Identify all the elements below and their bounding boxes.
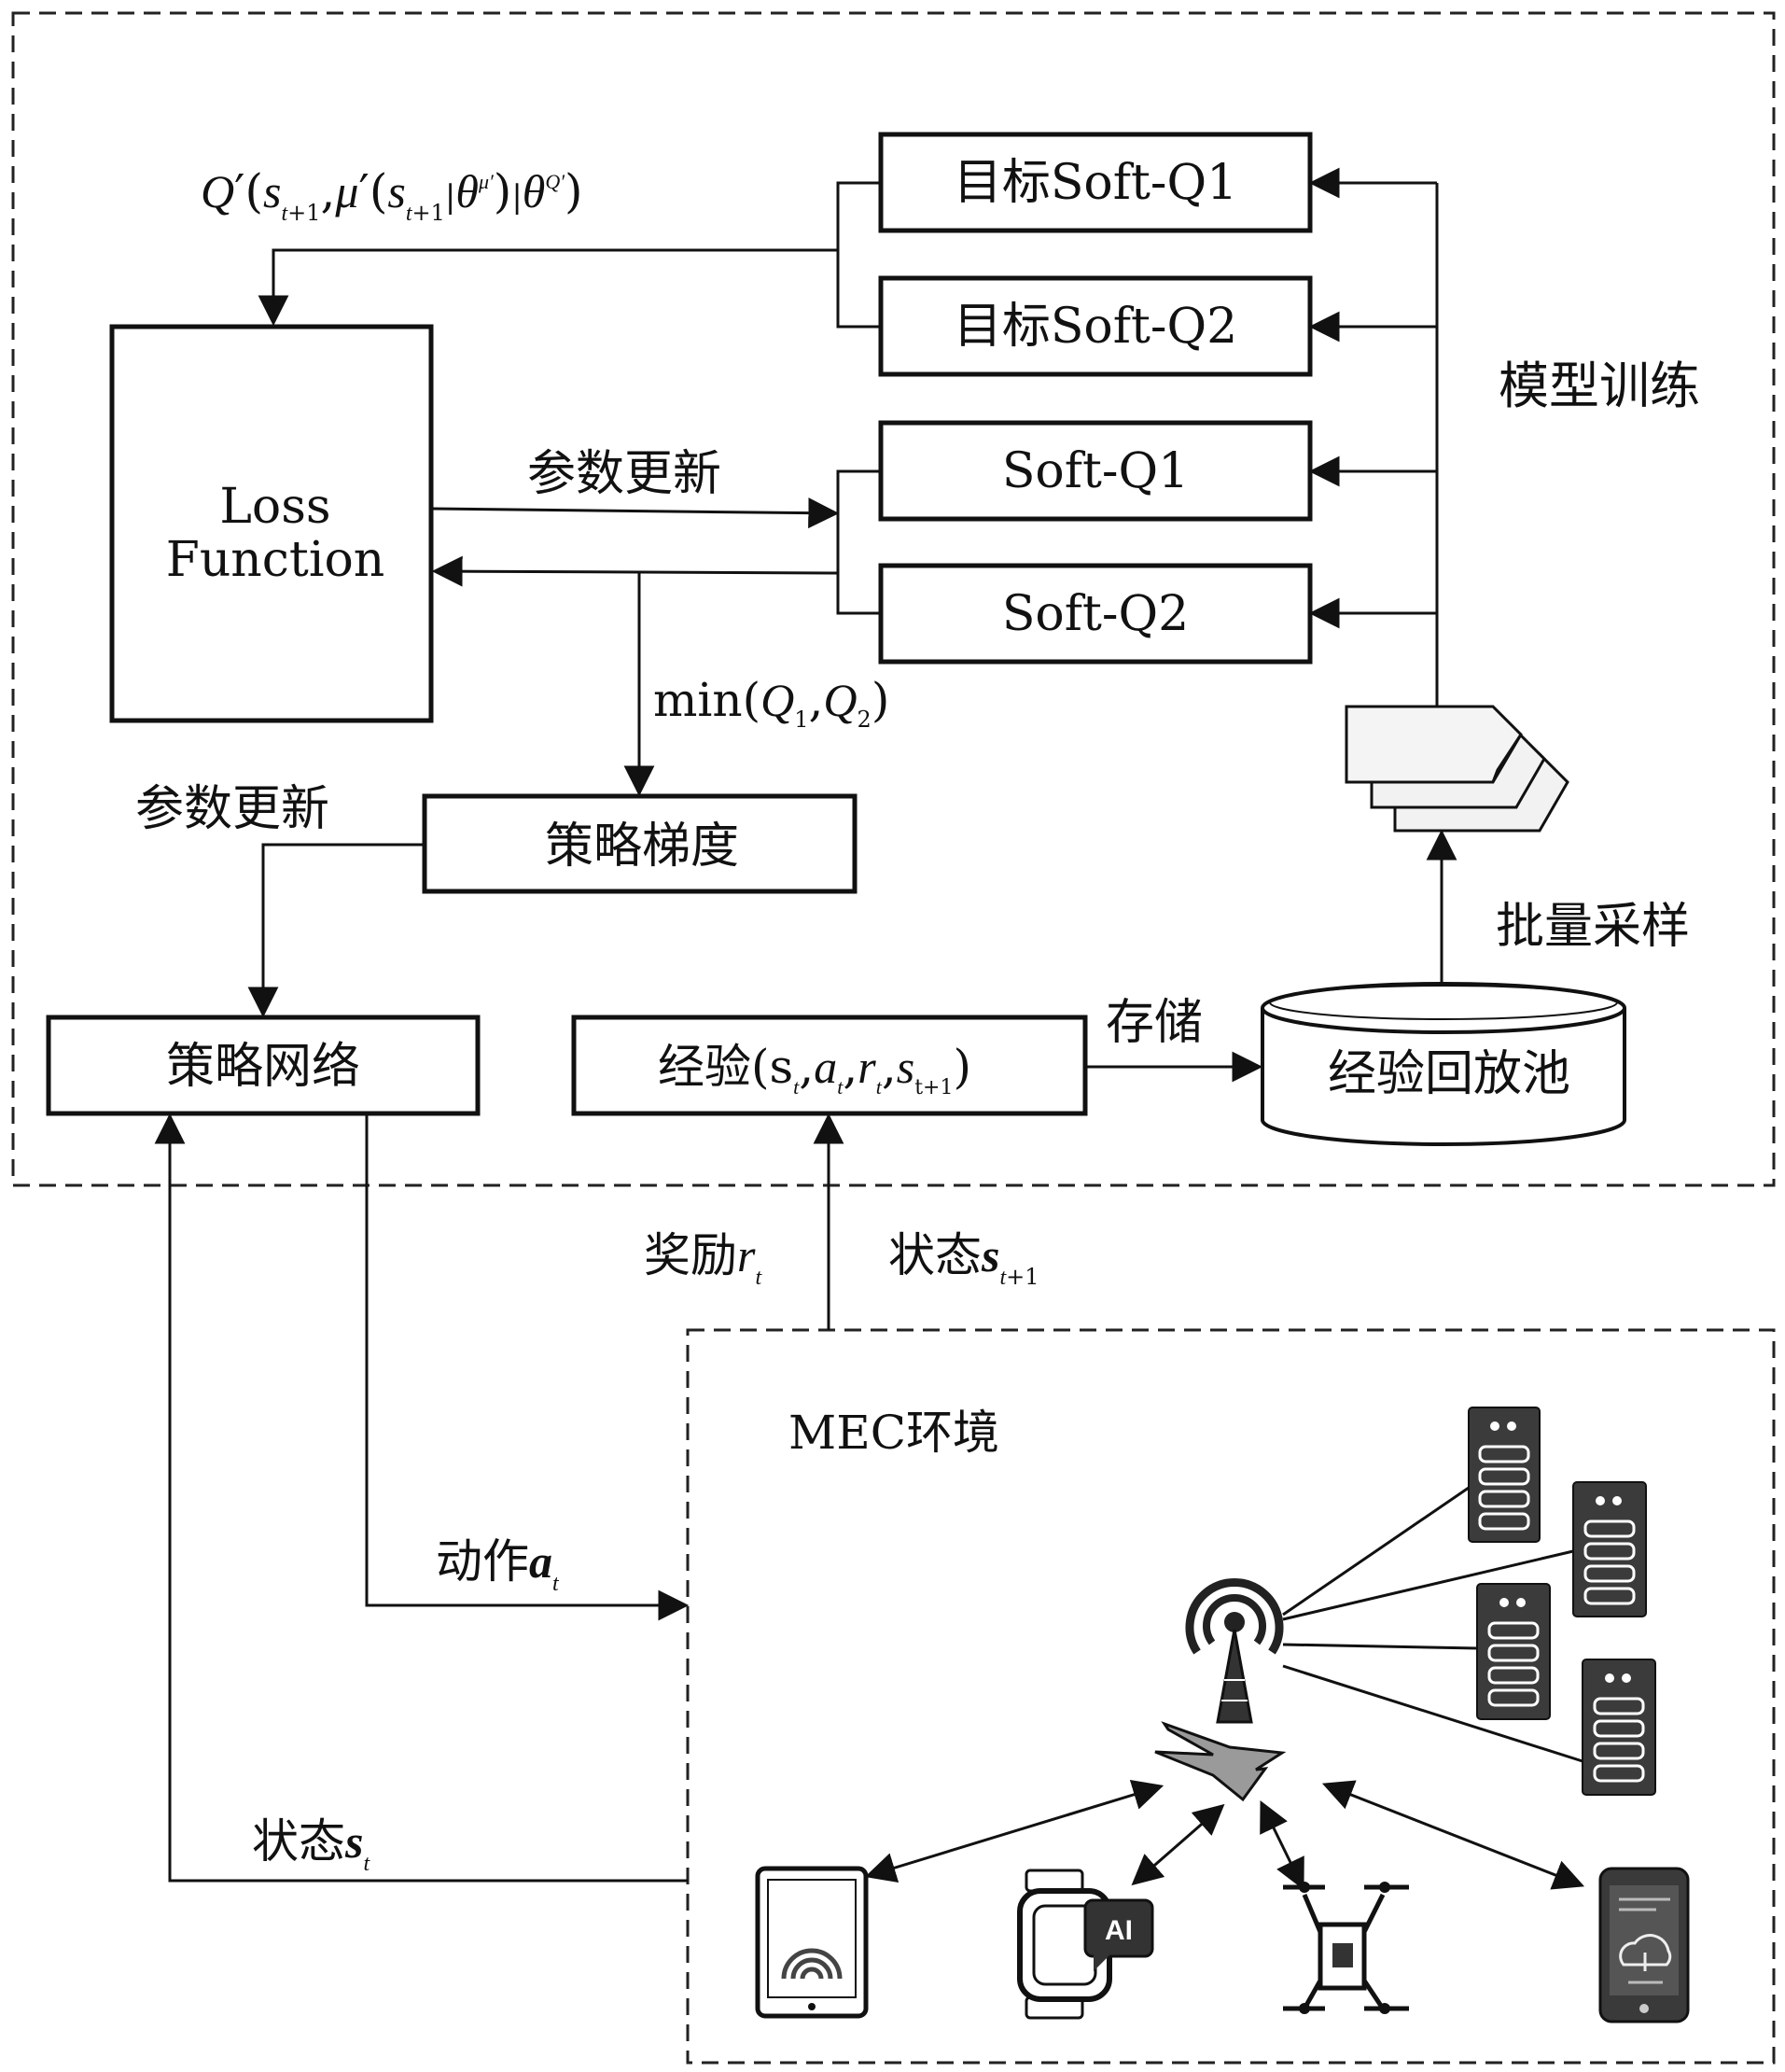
arrow-gradient-to-policy — [247, 843, 425, 1018]
server-icon — [1476, 1583, 1551, 1720]
model-training-label: 模型训练 — [1499, 357, 1700, 415]
experience-label: 经验(st,at,rt,st+1) — [658, 1040, 971, 1099]
target-q2-node: 目标Soft-Q2 — [878, 275, 1313, 377]
replay-buffer-label: 经验回放池 — [1328, 1046, 1570, 1102]
soft-q1-label: Soft-Q1 — [1002, 443, 1189, 499]
target-q-bracket — [836, 181, 881, 329]
soft-q2-label: Soft-Q2 — [1002, 586, 1189, 642]
arrow-loss-to-softq — [432, 497, 840, 529]
target-q2-label: 目标Soft-Q2 — [954, 299, 1237, 355]
target-q1-label: 目标Soft-Q1 — [954, 155, 1237, 211]
arrow-action — [365, 1113, 690, 1621]
store-label: 存储 — [1106, 995, 1203, 1051]
server-icon — [1468, 1407, 1541, 1543]
arrow-softq-to-loss — [431, 555, 839, 587]
base-station-icon — [1185, 1577, 1284, 1724]
param-update-left-label: 参数更新 — [135, 781, 329, 837]
soft-q2-node: Soft-Q2 — [878, 563, 1313, 665]
min-q-label: min(Q1,Q2) — [653, 673, 889, 733]
policy-gradient-label: 策略梯度 — [545, 819, 739, 875]
server-icon — [1582, 1659, 1656, 1796]
soft-q-bracket — [836, 469, 881, 615]
arrow-state — [154, 1113, 688, 1883]
tablet-icon — [755, 1866, 869, 2019]
drone-icon — [1283, 1882, 1409, 2014]
link-server-1 — [1282, 1486, 1470, 1617]
batch-sample-label: 批量采样 — [1496, 899, 1690, 955]
database-cylinder-icon — [1261, 1008, 1626, 1146]
experience-node: 经验(st,at,rt,st+1) — [571, 1015, 1088, 1116]
link-server-3 — [1282, 1643, 1478, 1650]
loss-function-line1: Loss — [219, 479, 330, 535]
link-phone — [1321, 1780, 1585, 1890]
link-drone — [1260, 1800, 1304, 1890]
policy-network-node: 策略网络 — [46, 1015, 481, 1116]
policy-gradient-node: 策略梯度 — [422, 793, 858, 894]
next-state-label: 状态st+1 — [888, 1228, 1039, 1290]
loss-function-node: Loss Function — [109, 324, 434, 723]
link-server-2 — [1282, 1549, 1574, 1621]
mec-environment-label: MEC环境 — [788, 1406, 999, 1460]
soft-q1-node: Soft-Q1 — [878, 420, 1313, 522]
target-q-formula: Q′(st+1,μ′(st+1|θμ′)|θQ′) — [201, 164, 583, 226]
svg-text:AI: AI — [1105, 1915, 1133, 1946]
arrow-target-to-loss — [258, 248, 838, 327]
smartwatch-ai-icon: AI — [1017, 1869, 1154, 2020]
experience-batch-icon — [1345, 705, 1569, 833]
link-tablet — [864, 1779, 1164, 1883]
state-label: 状态st — [252, 1814, 370, 1876]
action-label: 动作at — [436, 1534, 560, 1596]
mec-environment-region — [686, 1328, 1776, 2065]
link-watch — [1131, 1803, 1225, 1886]
replay-buffer-node: 经验回放池 — [1261, 982, 1626, 1146]
param-update-upper-label: 参数更新 — [527, 446, 721, 502]
server-icon — [1572, 1481, 1647, 1617]
policy-network-label: 策略网络 — [166, 1039, 360, 1095]
smartphone-icon — [1598, 1867, 1690, 2023]
link-server-4 — [1282, 1664, 1583, 1763]
reward-label: 奖励rt — [644, 1228, 762, 1290]
target-q1-node: 目标Soft-Q1 — [878, 132, 1313, 233]
model-training-region — [11, 11, 1776, 1187]
lightning-icon — [1154, 1721, 1287, 1802]
loss-function-line2: Function — [166, 532, 385, 588]
